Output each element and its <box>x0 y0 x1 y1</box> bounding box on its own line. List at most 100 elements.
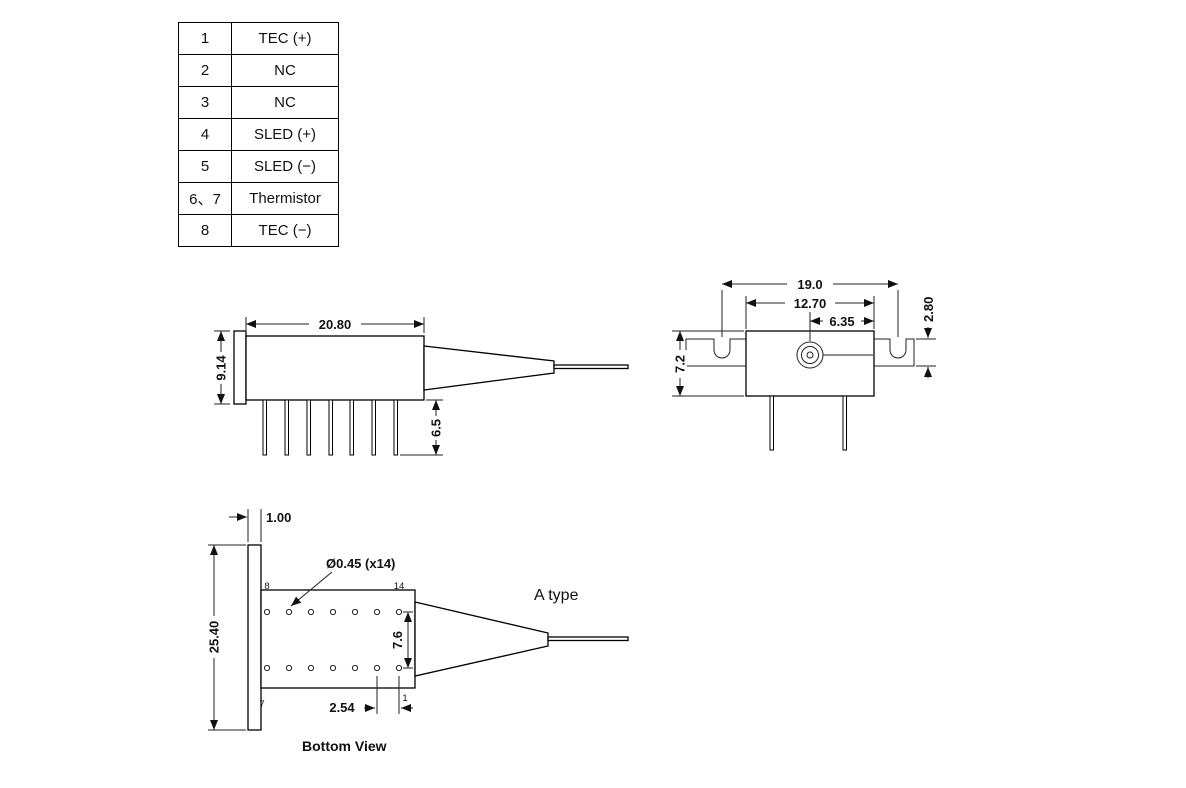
pin-hole <box>351 608 359 616</box>
pin-lead <box>842 395 847 451</box>
pin-number-14: 14 <box>394 581 405 592</box>
table-row: 2 NC <box>179 55 338 87</box>
pin-lead <box>371 399 376 456</box>
pin-lead <box>328 399 333 456</box>
pin-pitch-dimension: 2.54 <box>320 676 413 715</box>
table-row: 3 NC <box>179 87 338 119</box>
leader-line <box>290 571 333 607</box>
pin-function-cell: NC <box>274 62 296 79</box>
side-pins <box>262 399 398 456</box>
bottom-view-caption: Bottom View <box>302 738 387 754</box>
pin-lead <box>769 395 774 451</box>
bottom-body <box>260 589 416 689</box>
side-height-label: 9.14 <box>214 355 229 381</box>
bottom-view: 8 14 7 1 Ø0.45 (x14) 1.00 25.4 <box>207 509 629 754</box>
pin-number-cell: 8 <box>179 215 232 246</box>
label-mask <box>823 314 861 328</box>
pin-hole-rows <box>263 608 403 672</box>
pin-lead <box>306 399 311 456</box>
side-fiber-boot <box>423 345 555 391</box>
pin-hole <box>373 608 381 616</box>
label-mask <box>429 416 443 440</box>
label-mask <box>320 700 364 714</box>
end-right-mount-flange <box>874 338 915 367</box>
side-pin-length-label: 6.5 <box>429 419 444 437</box>
pin-hole <box>351 664 359 672</box>
end-body-height-dimension: 7.2 <box>672 330 744 397</box>
bottom-fiber <box>547 636 629 642</box>
pin-hole <box>307 664 315 672</box>
type-label: A type <box>534 587 579 604</box>
pin-function-cell: TEC (+) <box>258 30 312 47</box>
label-mask <box>673 350 687 378</box>
label-mask <box>785 296 835 310</box>
label-mask <box>787 277 833 291</box>
end-flange-thickness-dimension: 2.80 <box>916 297 936 378</box>
bottom-flange-length-label: 25.40 <box>207 621 222 654</box>
bottom-flange-thickness-label: 1.00 <box>266 510 291 525</box>
table-row: 6、7 Thermistor <box>179 183 338 215</box>
pin-pitch-label: 2.54 <box>329 700 355 715</box>
side-pin-length-dimension: 6.5 <box>400 399 444 456</box>
pin-hole <box>395 664 403 672</box>
pin-function-cell: SLED (+) <box>253 126 317 143</box>
end-view: 19.0 12.70 6.35 2.80 <box>672 277 936 451</box>
end-flange-thickness-label: 2.80 <box>921 297 936 322</box>
pin-function-cell: NC <box>274 94 296 111</box>
hole-diameter-label: Ø0.45 (x14) <box>326 556 395 571</box>
pin-hole <box>285 664 293 672</box>
side-body <box>245 335 425 401</box>
pin-number-cell: 1 <box>179 23 232 54</box>
pin-hole <box>263 608 271 616</box>
end-body-height-label: 7.2 <box>673 355 688 373</box>
pin-lead <box>262 399 267 456</box>
side-length-dimension: 20.80 <box>245 317 425 333</box>
pin-hole <box>285 608 293 616</box>
label-mask <box>214 352 228 384</box>
pin-hole <box>329 608 337 616</box>
end-left-mount-flange <box>685 338 746 367</box>
bottom-flange-length-dimension: 25.40 <box>207 544 246 731</box>
end-mount-span-label: 19.0 <box>797 277 822 292</box>
pin-lead <box>393 399 398 456</box>
pin-hole <box>329 664 337 672</box>
bottom-flange-thickness-dimension: 1.00 <box>229 509 291 542</box>
pin-number-8: 8 <box>264 581 269 592</box>
side-flange <box>233 330 247 405</box>
fiber-boot-center-circle <box>806 351 814 359</box>
pin-number-cell: 5 <box>179 151 232 182</box>
row-spacing-dimension: 7.6 <box>390 611 413 669</box>
pin-number-1: 1 <box>402 693 407 704</box>
end-center-offset-label: 6.35 <box>829 314 854 329</box>
end-pins <box>769 395 847 451</box>
fiber-boot-mid-circle <box>801 346 819 364</box>
table-row: 5 SLED (−) <box>179 151 338 183</box>
table-row: 1 TEC (+) <box>179 23 338 55</box>
side-length-label: 20.80 <box>319 317 352 332</box>
pin-lead <box>349 399 354 456</box>
label-mask <box>207 616 221 658</box>
side-height-dimension: 9.14 <box>214 330 230 405</box>
pin-hole <box>263 664 271 672</box>
pin-function-cell: SLED (−) <box>253 158 317 175</box>
pin-function-table: 1 TEC (+) 2 NC 3 NC 4 SLED (+) 5 SLED (−… <box>178 22 339 247</box>
pin-hole <box>395 608 403 616</box>
pin-function-cell: TEC (−) <box>258 222 312 239</box>
row-spacing-label: 7.6 <box>390 631 405 649</box>
side-view: 20.80 9.14 6.5 <box>214 317 629 456</box>
table-row: 8 TEC (−) <box>179 215 338 246</box>
pin-hole <box>307 608 315 616</box>
pin-number-cell: 6、7 <box>179 183 232 214</box>
pin-hole <box>373 664 381 672</box>
pin-number-cell: 2 <box>179 55 232 86</box>
table-row: 4 SLED (+) <box>179 119 338 151</box>
bottom-fiber-boot <box>414 601 549 677</box>
end-body-width-label: 12.70 <box>794 296 827 311</box>
side-fiber <box>553 364 629 370</box>
pin-number-cell: 4 <box>179 119 232 150</box>
hole-diameter-callout: Ø0.45 (x14) <box>290 556 395 607</box>
end-mount-span-dimension: 19.0 <box>721 277 899 337</box>
pin-function-cell: Thermistor <box>249 190 321 207</box>
